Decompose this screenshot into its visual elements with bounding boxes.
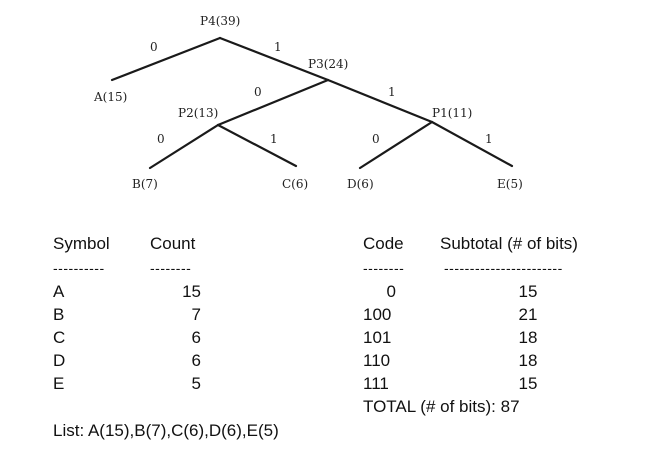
row-code: 100: [363, 305, 392, 324]
huffman-tree: P4(39) P3(24) P2(13) P1(11) A(15) B(7) C…: [93, 14, 523, 191]
edge-p1-e: [430, 120, 514, 168]
row-count: 7: [191, 305, 201, 324]
edge-label-p2-b: 0: [157, 132, 165, 146]
symbol-list: List: A(15),B(7),C(6),D(6),E(5): [53, 421, 279, 440]
node-p1: P1(11): [432, 106, 472, 120]
row-count: 5: [191, 374, 201, 393]
header-count: Count: [150, 234, 196, 253]
edge-p3-p2: [216, 78, 330, 127]
row-count: 15: [182, 282, 201, 301]
edge-p2-c: [216, 123, 298, 168]
row-subtotal: 18: [518, 351, 538, 370]
dash-subtotal: -----------------------: [444, 260, 563, 276]
row-symbol: E: [53, 374, 65, 393]
row-code: 0: [386, 282, 396, 301]
header-code: Code: [363, 234, 404, 253]
dash-code: --------: [363, 260, 405, 276]
edge-p1-d: [358, 120, 434, 170]
edge-p2-b: [148, 123, 220, 170]
edge-label-p2-c: 1: [270, 132, 278, 146]
node-p4: P4(39): [200, 14, 240, 28]
edge-label-p1-e: 1: [485, 132, 493, 146]
header-subtotal: Subtotal (# of bits): [440, 234, 578, 253]
node-e: E(5): [497, 177, 523, 191]
node-b: B(7): [132, 177, 158, 191]
row-subtotal: 15: [518, 282, 538, 301]
edge-label-p3-p1: 1: [388, 85, 396, 99]
node-c: C(6): [282, 177, 308, 191]
row-subtotal: 21: [518, 305, 538, 324]
edge-p4-p3: [218, 36, 330, 82]
edge-p3-p1: [326, 78, 434, 124]
row-symbol: D: [53, 351, 66, 370]
row-code: 111: [363, 374, 389, 393]
header-symbol: Symbol: [53, 234, 110, 253]
dash-count: --------: [150, 260, 192, 276]
dash-symbol: ----------: [53, 260, 105, 276]
row-symbol: B: [53, 305, 65, 324]
edge-label-p4-p3: 1: [274, 40, 282, 54]
row-symbol: A: [53, 282, 65, 301]
edge-label-p4-a: 0: [150, 40, 158, 54]
row-count: 6: [191, 328, 201, 347]
total-bits: TOTAL (# of bits): 87: [363, 397, 520, 416]
row-code: 110: [363, 351, 391, 370]
row-count: 6: [191, 351, 201, 370]
row-code: 101: [363, 328, 392, 347]
node-d: D(6): [347, 177, 374, 191]
edge-label-p1-d: 0: [372, 132, 380, 146]
node-p2: P2(13): [178, 106, 218, 120]
edge-label-p3-p2: 0: [254, 85, 262, 99]
row-subtotal: 18: [518, 328, 538, 347]
node-a: A(15): [93, 90, 127, 104]
row-subtotal: 15: [518, 374, 538, 393]
edge-p4-a: [110, 36, 222, 82]
row-symbol: C: [53, 328, 66, 347]
node-p3: P3(24): [308, 57, 348, 71]
